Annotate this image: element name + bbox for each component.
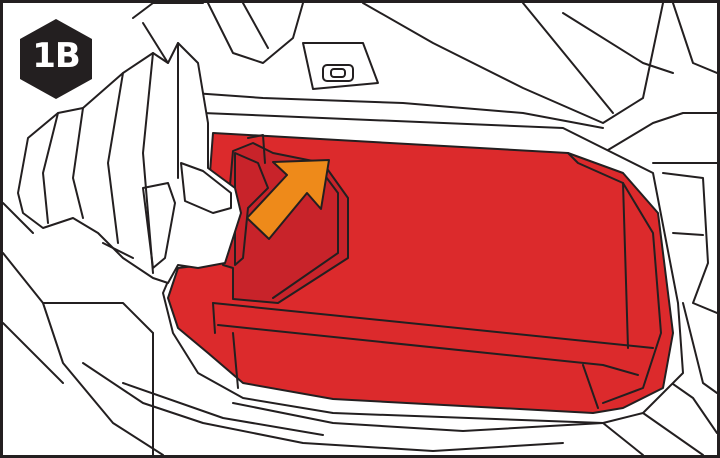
step-number: 1B	[17, 36, 95, 76]
dashboard-slot	[323, 65, 353, 81]
battery-pack	[168, 133, 673, 413]
battery-removal-illustration	[3, 3, 717, 455]
